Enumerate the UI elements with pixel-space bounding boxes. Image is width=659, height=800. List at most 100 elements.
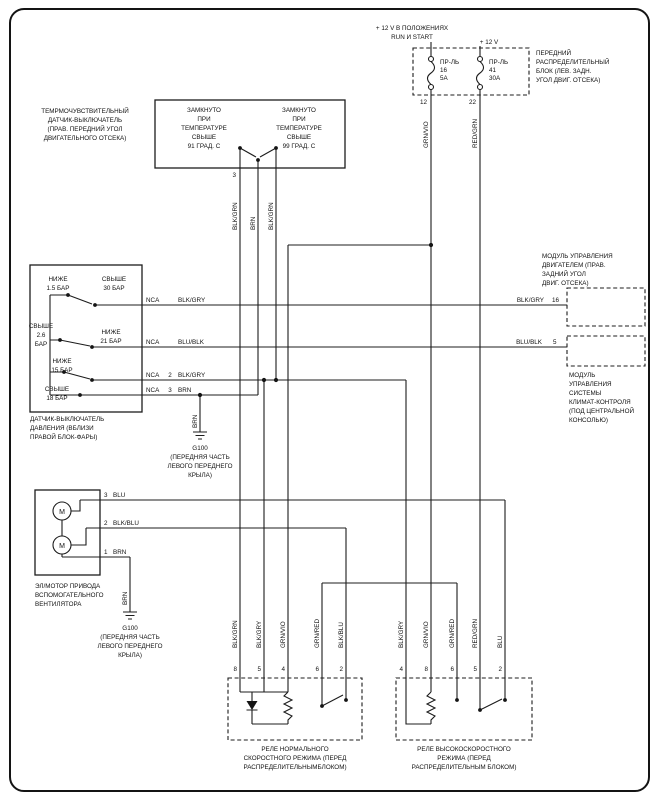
switch-condition: 91 ГРАД. С xyxy=(188,143,221,150)
switch-condition: 99 ГРАД. С xyxy=(283,143,316,150)
component-label: ПРАВОЙ БЛОК-ФАРЫ) xyxy=(30,432,97,441)
pin-number: 5 xyxy=(257,666,261,673)
contact-dot xyxy=(320,704,324,708)
fuse-terminal xyxy=(427,55,435,63)
ground-g100-upper: BRN G100 (ПЕРЕДНЯЯ ЧАСТЬ ЛЕВОГО ПЕРЕДНЕГ… xyxy=(167,414,232,479)
wire-color-label: BLK/BLU xyxy=(113,520,139,527)
climate-control-module: BLU/BLK 5 МОДУЛЬ УПРАВЛЕНИЯ СИСТЕМЫ КЛИМ… xyxy=(516,335,646,424)
motor-internal-wires xyxy=(61,500,87,557)
contact-dot xyxy=(455,698,459,702)
wire-color-label: BRN xyxy=(192,414,199,428)
fuse-number: 16 xyxy=(440,67,448,74)
component-label: ТЕМРМОЧУВСТВИТЕЛЬНЫЙ xyxy=(41,106,129,115)
wire-color-label: BRN xyxy=(122,591,129,605)
fuse-name: ПР-ЛЬ xyxy=(489,59,508,66)
pin-number: 3 xyxy=(104,492,108,499)
switch-contacts xyxy=(49,294,93,396)
contact-dot xyxy=(93,303,97,307)
pin-number: 6 xyxy=(315,666,319,673)
contact-condition: НИЖЕ xyxy=(101,329,120,336)
component-label: (ПОД ЦЕНТРАЛЬНОЙ xyxy=(569,406,634,415)
contact-condition: СВЫШЕ xyxy=(102,276,126,283)
wire-color-label: BLK/GRY xyxy=(398,620,405,648)
junction-dot xyxy=(261,377,267,383)
engine-module-box xyxy=(566,287,646,327)
contact-condition: СВЫШЕ xyxy=(29,323,53,330)
nca-label: NCA xyxy=(146,387,160,394)
switch-condition: ЗАМКНУТО xyxy=(187,107,221,114)
contact-condition: 18 БАР xyxy=(46,395,67,402)
pin-number: 16 xyxy=(552,297,560,304)
component-label: ЭЛ/МОТОР ПРИВОДА xyxy=(35,583,101,590)
junction-dot xyxy=(197,392,203,398)
block-label: УГОЛ ДВИГ. ОТСЕКА) xyxy=(536,77,600,84)
fan-motor-box xyxy=(34,489,101,576)
pressure-switch-box xyxy=(29,264,143,413)
component-label: МОДУЛЬ xyxy=(569,372,595,379)
fuse-leads xyxy=(430,42,481,97)
wire-color-label: BLU xyxy=(497,635,504,648)
pin-number: 5 xyxy=(553,339,557,346)
fuse-rating: 30A xyxy=(489,75,501,82)
ground-location: ЛЕВОГО ПЕРЕДНЕГО xyxy=(97,643,162,650)
ground-name: G100 xyxy=(192,445,208,452)
contact-condition: СВЫШЕ xyxy=(45,386,69,393)
fuse-terminal xyxy=(427,83,435,91)
wire-color-label: GRN/RED xyxy=(314,619,321,648)
wire-color-label: BLU/BLK xyxy=(178,339,205,346)
fan-motor: M M 3 BLU 2 BLK/BLU 1 BRN ЭЛ/МОТОР ПРИВО… xyxy=(34,489,139,608)
horizontal-wires xyxy=(62,244,567,584)
relay-internals xyxy=(405,678,506,725)
contact-condition: 21 БАР xyxy=(100,338,121,345)
contact-condition: НИЖЕ xyxy=(52,358,71,365)
fuse-element xyxy=(426,61,436,85)
contact-dot xyxy=(78,393,82,397)
switch-condition: ЗАМКНУТО xyxy=(282,107,316,114)
component-label: ДВИГ. ОТСЕКА) xyxy=(542,280,589,287)
wire-color-label: BLK/GRN xyxy=(232,202,239,230)
wire-color-label: GRN/VIO xyxy=(280,621,287,648)
wire-color-label: BLK/GRY xyxy=(178,372,206,379)
component-label: ЗАДНИЙ УГОЛ xyxy=(542,269,586,278)
relay-box xyxy=(227,677,363,741)
pin-number: 5 xyxy=(473,666,477,673)
component-label: КОНСОЛЬЮ) xyxy=(569,417,608,424)
pin-number: 6 xyxy=(450,666,454,673)
wire-color-label: GRN/VIO xyxy=(423,621,430,648)
contact-dot xyxy=(90,345,94,349)
pin-number: 8 xyxy=(233,666,237,673)
relay-label: РЕЛЕ НОРМАЛЬНОГО xyxy=(261,746,328,753)
wire-color-label: BLK/GRN xyxy=(268,202,275,230)
component-label: ВСПОМОГАТЕЛЬНОГО xyxy=(35,592,104,599)
contact-condition: 15 БАР xyxy=(51,367,72,374)
relay-box xyxy=(395,677,533,741)
junction-dot xyxy=(428,242,434,248)
wire-color-label: BLK/GRY xyxy=(256,620,263,648)
relay-high-speed: BLK/GRY GRN/VIO GRN/RED RED/GRN BLU 4 8 … xyxy=(395,619,533,771)
pin-number: 8 xyxy=(424,666,428,673)
contact-condition: НИЖЕ xyxy=(48,276,67,283)
switch-condition: СВЫШЕ xyxy=(192,134,216,141)
component-label: ДАТЧИК-ВЫКЛЮЧАТЕЛЬ xyxy=(48,117,122,124)
component-label: ДВИГАТЕЛЕМ (ПРАВ. xyxy=(542,262,606,269)
pin-number: 4 xyxy=(281,666,285,673)
climate-module-box xyxy=(566,335,646,367)
ground-location: (ПЕРЕДНЯЯ ЧАСТЬ xyxy=(100,634,159,641)
wire-color-label: BLK/GRY xyxy=(517,297,545,304)
pin-number: 3 xyxy=(232,172,236,179)
vertical-wires xyxy=(129,97,506,678)
contact-dot xyxy=(478,708,482,712)
pin-number: 12 xyxy=(420,99,428,106)
component-label: ДАВЛЕНИЯ (ВБЛИЗИ xyxy=(30,425,94,432)
switch-condition: ТЕМПЕРАТУРЕ xyxy=(276,125,322,132)
thermal-switch: ТЕМРМОЧУВСТВИТЕЛЬНЫЙ ДАТЧИК-ВЫКЛЮЧАТЕЛЬ … xyxy=(41,99,346,230)
switch-condition: ПРИ xyxy=(292,116,306,123)
block-label: ПЕРЕДНИЙ xyxy=(536,48,571,57)
contact-dot xyxy=(90,378,94,382)
component-label: ВЕНТИЛЯТОРА xyxy=(35,601,82,608)
relay-label: РЕЖИМА (ПЕРЕД xyxy=(437,755,491,762)
pin-number: 3 xyxy=(168,387,172,394)
contact-dot xyxy=(238,146,242,150)
pin-number: 22 xyxy=(469,99,477,106)
wire-color-label: BLK/GRN xyxy=(232,620,239,648)
